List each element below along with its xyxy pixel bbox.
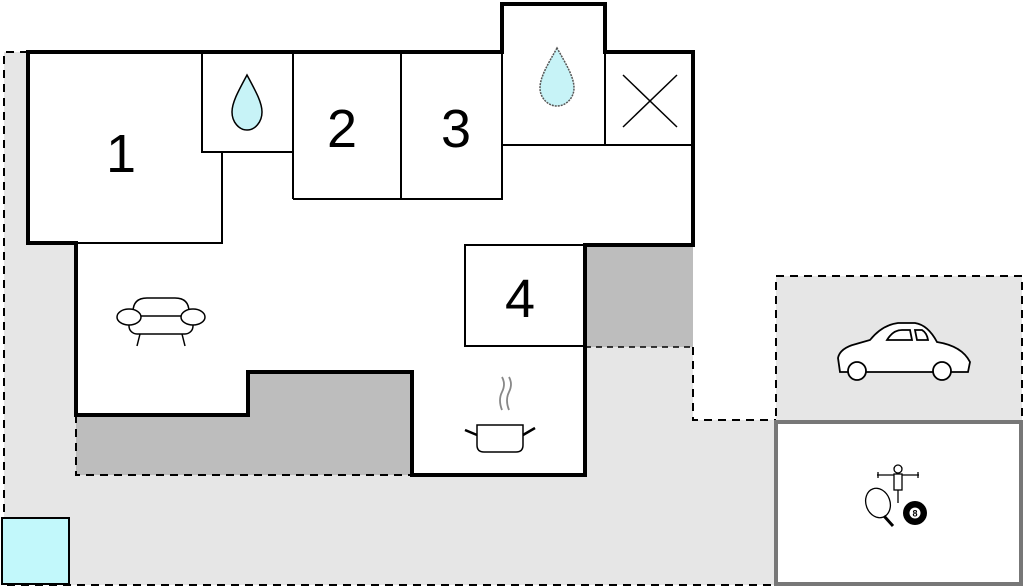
room-label-2: 2 bbox=[327, 99, 357, 159]
exterior-walls bbox=[26, 2, 695, 477]
table-football-icon bbox=[877, 464, 919, 503]
covered-terrace-2 bbox=[585, 245, 693, 347]
house-interior bbox=[28, 4, 693, 475]
room-label-1: 1 bbox=[106, 124, 136, 184]
covered-terrace-extension bbox=[248, 372, 412, 475]
cooking-pot-icon bbox=[464, 376, 536, 453]
water-drop-icon bbox=[231, 73, 263, 131]
room-label-4: 4 bbox=[505, 269, 535, 329]
room-label-3: 3 bbox=[441, 99, 471, 159]
billiard-ball-icon: 8 bbox=[903, 501, 927, 525]
terrace-boundary bbox=[3, 51, 776, 586]
terrace-boundary-right bbox=[692, 347, 776, 421]
x-mark-icon bbox=[622, 74, 678, 128]
water-drop-icon bbox=[539, 46, 575, 107]
ping-pong-paddle-icon bbox=[864, 487, 895, 528]
sofa-icon bbox=[116, 297, 206, 347]
car-icon bbox=[837, 322, 971, 381]
covered-terrace-edge bbox=[75, 415, 412, 476]
interior-walls bbox=[28, 52, 693, 347]
billiard-ball-number: 8 bbox=[912, 509, 917, 519]
pool bbox=[1, 517, 70, 585]
covered-terrace bbox=[76, 415, 248, 475]
